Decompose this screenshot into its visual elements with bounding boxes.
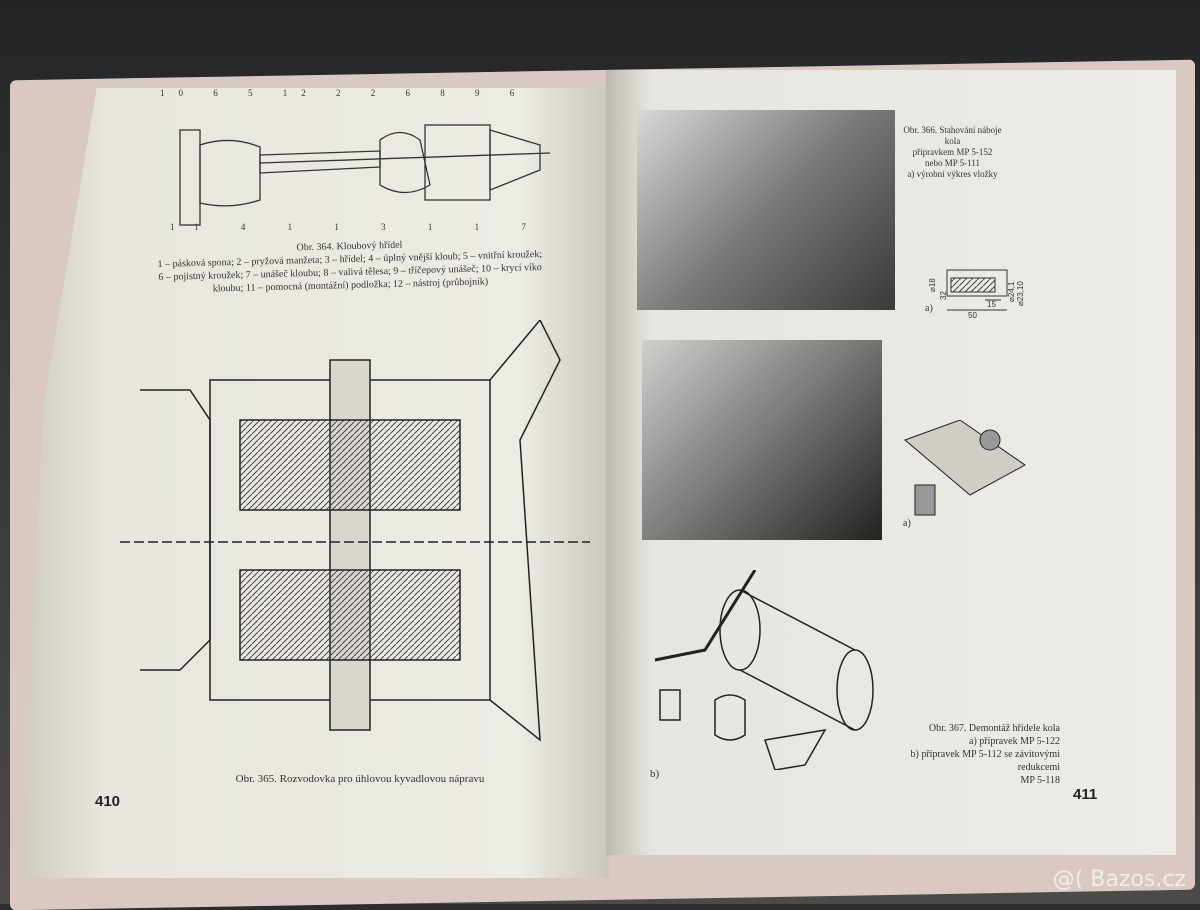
fig367-line-1: Obr. 367. Demontáž hřídele kola	[928, 723, 1060, 734]
fig367a-tool-drawing	[904, 420, 1026, 516]
fig367-line-3: b) přípravek MP 5-112 se závitovými redu…	[910, 749, 1060, 773]
fig366-line-1: Obr. 366. Stahování náboje kola	[903, 125, 1002, 146]
fig364-callouts-bottom: 11 4 1 1 3 1 1 7	[170, 222, 546, 232]
drive-shaft-drawing	[179, 124, 551, 226]
fig366-line-4: a) výrobní výkres vložky	[907, 169, 998, 179]
fig366-photo	[637, 110, 895, 310]
fig366-dim-diameter-24-1: ⌀24,1	[1007, 281, 1016, 302]
fig366-label-a: a)	[925, 303, 933, 314]
fig364-caption: Obr. 364. Kloubový hřídel 1 – pásková sp…	[149, 235, 550, 297]
fig367-caption: Obr. 367. Demontáž hřídele kola a) přípr…	[880, 722, 1060, 787]
fig367-line-2: a) přípravek MP 5-122	[969, 736, 1060, 747]
fig366-line-2: přípravkem MP 5-152	[912, 147, 993, 157]
watermark: @( Bazos.cz	[1052, 867, 1186, 892]
page-number-left: 410	[95, 793, 121, 810]
fig367-label-a: a)	[903, 518, 911, 529]
fig366-dim-32: 32	[939, 291, 948, 300]
fig366-dim-15: 15	[987, 300, 996, 309]
fig366-dim-50: 50	[968, 311, 977, 320]
fig367a-photo	[642, 340, 882, 540]
fig366-line-3: nebo MP 5-111	[925, 158, 980, 168]
fig367-label-b: b)	[650, 768, 660, 780]
fig367b-tool-drawing	[654, 570, 874, 770]
page-number-right: 411	[1073, 786, 1098, 803]
fig366-dim-diameter-23-10: ⌀23,10	[1016, 281, 1025, 306]
fig366-dim-diameter-18: ⌀18	[928, 278, 937, 292]
fig367-line-4: MP 5-118	[1020, 775, 1060, 786]
fig366-caption: Obr. 366. Stahování náboje kola přípravk…	[895, 125, 1010, 180]
gearbox-drawing	[120, 320, 590, 742]
fig366-insert-drawing	[946, 269, 1008, 311]
fig364-callouts-top: 10 6 5 12 2 2 6 8 9 6	[160, 88, 529, 98]
fig365-caption: Obr. 365. Rozvodovka pro úhlovou kyvadlo…	[235, 773, 485, 785]
